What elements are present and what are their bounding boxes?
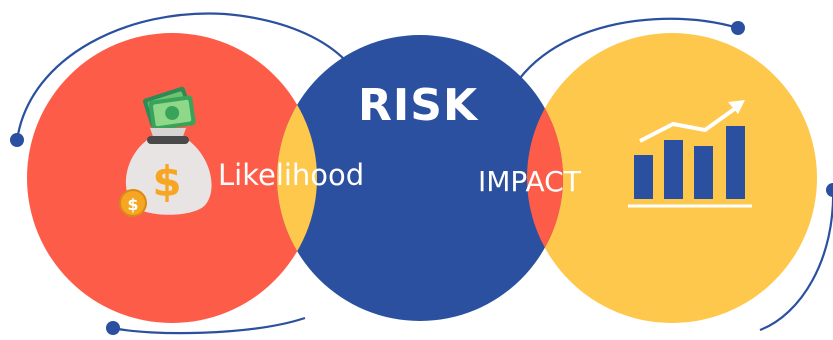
orbit-left [10,12,346,147]
svg-text:$: $ [152,157,181,206]
orbit-dot-bottom [106,321,120,335]
risk-circle [277,35,563,321]
orbit-dot-right-top [731,21,745,35]
orbit-bottom [106,316,306,335]
svg-text:$: $ [127,195,138,214]
orbit-right [514,17,833,332]
growth-bar-chart-icon [628,100,752,208]
impact-label: IMPACT [478,165,581,198]
money-bag-icon: $ $ [119,86,212,217]
orbit-dot-left-top [10,133,24,147]
risk-title: RISK [358,80,479,131]
likelihood-label: Likelihood [218,158,365,192]
orbit-dot-right-edge [826,183,833,197]
